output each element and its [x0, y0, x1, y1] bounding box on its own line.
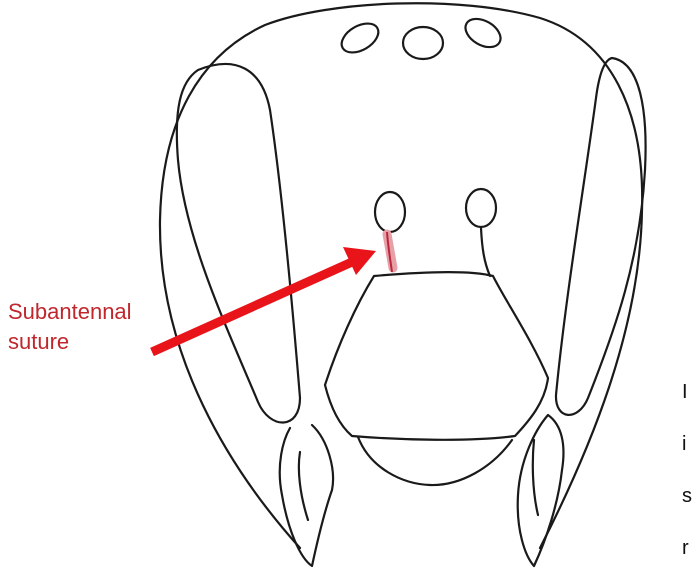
right-antennal-socket: [466, 189, 496, 227]
left-compound-eye: [177, 64, 300, 423]
right-ocellus: [461, 13, 506, 53]
left-mandible: [280, 425, 333, 566]
left-mandible-inner: [299, 452, 308, 520]
annotation-label-line-2: suture: [8, 327, 69, 357]
clipped-text-fragment: I: [682, 381, 688, 404]
median-ocellus: [403, 27, 443, 59]
annotation-label-line-1: Subantennal: [8, 297, 132, 327]
right-compound-eye: [556, 58, 646, 415]
right-mandible-inner: [533, 440, 538, 515]
right-subantennal-line: [481, 228, 490, 276]
clipped-text-fragment: i: [682, 433, 686, 456]
clipped-text-fragment: r: [682, 537, 689, 560]
clipped-text-fragment: s: [682, 485, 692, 508]
right-mandible: [518, 415, 564, 566]
pointer-arrow-shaft: [152, 262, 352, 352]
left-antennal-socket: [375, 192, 405, 232]
labrum: [358, 437, 512, 485]
clypeus: [325, 272, 548, 440]
left-ocellus: [337, 18, 384, 59]
